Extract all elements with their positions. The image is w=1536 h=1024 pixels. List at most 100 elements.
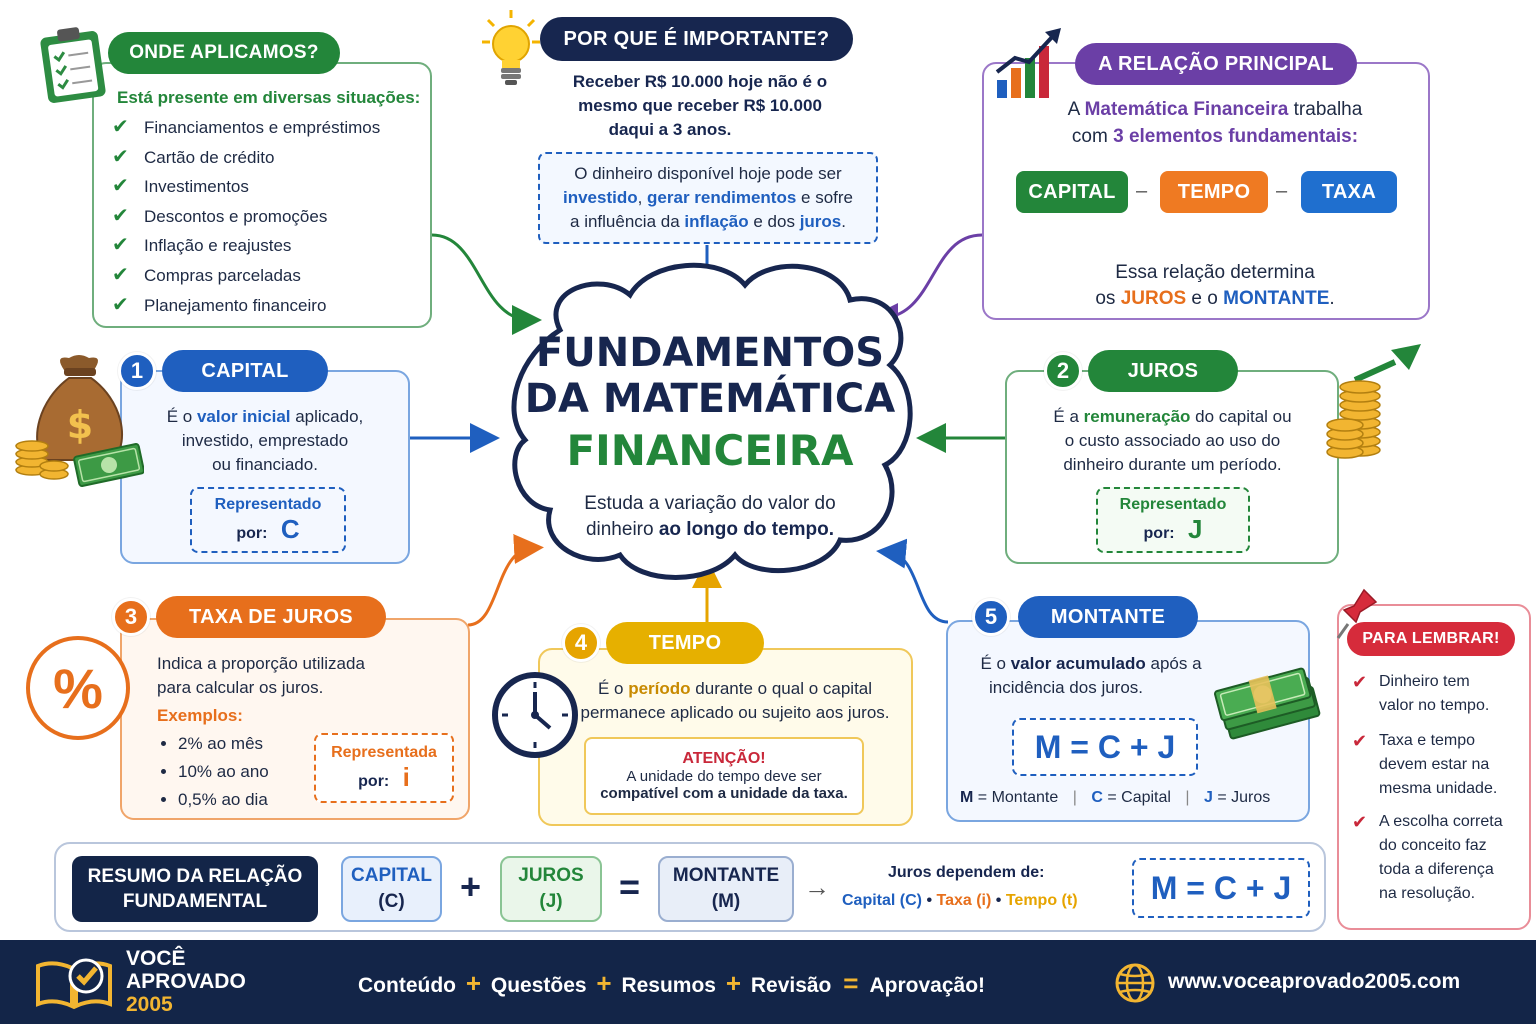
clipboard-icon: [38, 24, 108, 109]
percent-icon: %: [26, 636, 130, 740]
list-item: ✔Planejamento financeiro: [112, 291, 422, 321]
connector-montante: [876, 538, 949, 624]
list-item: 10% ao ano: [178, 758, 269, 786]
montante-line-2: incidência dos juros.: [988, 678, 1144, 697]
relacao-taxa-chip: TAXA: [1301, 171, 1397, 213]
capital-line-3: ou financiado.: [212, 455, 318, 474]
list-item: ✔Investimentos: [112, 172, 422, 202]
resumo-montante-box: MONTANTE(M): [658, 856, 794, 922]
central-cloud: [511, 262, 913, 580]
taxa-representada-box: Representada por: i: [314, 733, 454, 803]
footer-bar: [0, 940, 1536, 1024]
footer-brand-3: 2005: [126, 993, 173, 1016]
coins-growth-icon: [1325, 340, 1435, 465]
resumo-equals: =: [619, 866, 641, 907]
taxa-line-1: Indica a proporção utilizada: [157, 654, 365, 673]
porque-line-2: mesmo que receber R$ 10.000: [578, 96, 822, 115]
footer-slogan: Conteúdo + Questões + Resumos + Revisão …: [358, 968, 986, 998]
list-item: ✔Financiamentos e empréstimos: [112, 113, 422, 143]
globe-icon: [1114, 962, 1156, 1009]
relacao-tempo-chip: TEMPO: [1160, 171, 1268, 213]
taxa-line-2: para calcular os juros.: [157, 678, 324, 697]
list-item: 2% ao mês: [178, 730, 269, 758]
relacao-header: A RELAÇÃO PRINCIPAL: [1075, 43, 1357, 85]
resumo-dependem: Juros dependem de:: [888, 864, 1045, 881]
tempo-number-badge: 4: [562, 624, 600, 662]
tempo-header: TEMPO: [606, 622, 764, 664]
check-icon: ✔: [1352, 731, 1368, 751]
lightbulb-icon: [480, 8, 542, 93]
list-item: ✔Inflação e reajustes: [112, 231, 422, 261]
capital-card: [120, 370, 410, 564]
list-item: ✔Compras parceladas: [112, 261, 422, 291]
central-title-line-3: FINANCEIRA: [566, 426, 854, 475]
check-icon: ✔: [112, 204, 129, 227]
check-icon: ✔: [1352, 812, 1368, 832]
taxa-number-badge: 3: [112, 598, 150, 636]
onde-aplicamos-list: ✔Financiamentos e empréstimos ✔Cartão de…: [112, 113, 422, 320]
taxa-examples-label: Exemplos:: [157, 706, 243, 725]
connector-relacao: [868, 233, 983, 333]
resumo-arrow-icon: →: [804, 872, 830, 902]
resumo-formula-box: M = C + J: [1132, 858, 1310, 918]
lembrar-card: [1337, 604, 1531, 930]
capital-number-badge: 1: [118, 352, 156, 390]
clock-icon: [490, 670, 580, 765]
connector-taxa: [467, 534, 544, 627]
footer-website-link[interactable]: www.voceaprovado2005.com: [1168, 970, 1461, 993]
central-title-line-1: FUNDAMENTOS: [535, 330, 885, 376]
capital-header: CAPITAL: [162, 350, 328, 392]
onde-aplicamos-header: ONDE APLICAMOS?: [108, 32, 340, 74]
taxa-examples-list: 2% ao mês 10% ao ano 0,5% ao dia: [158, 730, 269, 814]
tempo-line-1: É o período durante o qual o capital: [597, 679, 873, 698]
list-item: ✔Cartão de crédito: [112, 143, 422, 173]
juros-line-1: É a remuneração do capital ou: [1053, 407, 1292, 426]
montante-number-badge: 5: [972, 598, 1010, 636]
lembrar-header: PARA LEMBRAR!: [1347, 622, 1515, 656]
montante-formula-box: M = C + J: [1012, 718, 1198, 776]
onde-aplicamos-intro: Está presente em diversas situações:: [117, 88, 421, 107]
relacao-line-3: Essa relação determina: [1115, 262, 1315, 283]
porque-line-1: Receber R$ 10.000 hoje não é o: [572, 72, 828, 91]
connector-onde: [431, 233, 542, 335]
resumo-plus: +: [460, 866, 482, 907]
check-icon: ✔: [112, 263, 129, 286]
check-icon: ✔: [112, 175, 129, 198]
central-subtitle-1: Estuda a variação do valor do: [584, 493, 836, 514]
capital-line-1: É o valor inicial aplicado,: [166, 407, 364, 426]
porque-detail-box: O dinheiro disponível hoje pode ser inve…: [538, 152, 878, 244]
check-icon: ✔: [112, 116, 129, 138]
capital-representado-box: Representado por: C: [190, 487, 346, 553]
juros-line-2: o custo associado ao uso do: [1064, 431, 1281, 450]
montante-legend: M = Montante | C = Capital | J = Juros: [960, 789, 1271, 806]
svg-text:$: $: [67, 403, 93, 447]
money-bag-icon: $: [14, 350, 145, 495]
check-icon: ✔: [112, 234, 129, 257]
juros-line-3: dinheiro durante um período.: [1063, 455, 1282, 474]
central-subtitle-2: dinheiro ao longo do tempo.: [585, 519, 835, 540]
juros-representado-box: Representado por: J: [1096, 487, 1250, 553]
cash-stack-icon: [1213, 650, 1323, 745]
capital-line-2: investido, emprestado: [181, 431, 349, 450]
relacao-sep-2: –: [1276, 180, 1288, 202]
resumo-capital-box: CAPITAL(C): [341, 856, 442, 922]
montante-header: MONTANTE: [1018, 596, 1198, 638]
onde-aplicamos-card: [92, 62, 432, 328]
list-item: ✔Descontos e promoções: [112, 202, 422, 232]
pushpin-icon: [1334, 584, 1382, 645]
check-icon: ✔: [112, 293, 129, 316]
central-title-line-2: DA MATEMÁTICA: [524, 376, 896, 422]
resumo-juros-box: JUROS(J): [500, 856, 602, 922]
tempo-atencao-box: ATENÇÃO! A unidade do tempo deve ser com…: [584, 737, 864, 815]
relacao-line-4: os JUROS e o MONTANTE.: [1095, 288, 1335, 309]
footer-brand-2: APROVADO: [126, 970, 246, 993]
relacao-sep-1: –: [1136, 180, 1148, 202]
porque-line-3: daqui a 3 anos.: [608, 120, 732, 139]
resumo-dependem-list: Capital (C) • Taxa (i) • Tempo (t): [842, 892, 1078, 909]
open-book-check-icon: [34, 952, 114, 1017]
check-icon: ✔: [1352, 672, 1368, 692]
